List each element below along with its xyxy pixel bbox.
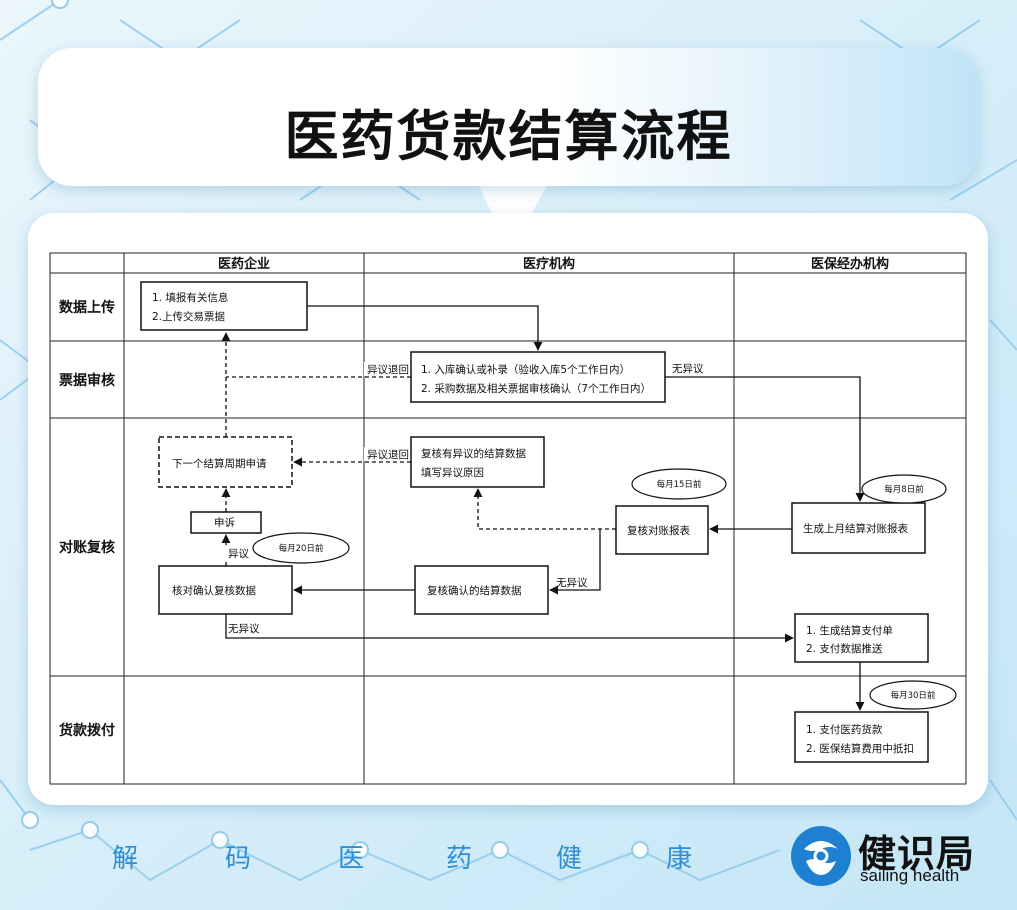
box-payment-order (794, 613, 929, 663)
edge-review-to-confirm (549, 529, 601, 595)
label-no-objection-3: 无异议 (228, 623, 260, 635)
box-verify-enterprise (158, 565, 293, 615)
footer-char-6: 康 (666, 844, 693, 874)
edge-audit-to-gen-report (665, 376, 865, 502)
footer-char-1: 解 (112, 844, 139, 874)
upload-line-2: 2.上传交易票据 (152, 310, 226, 323)
label-objection-return-1: 异议退回 (367, 364, 409, 376)
label-objection: 异议 (228, 548, 249, 560)
label-no-objection-2: 无异议 (556, 577, 588, 589)
box-review-confirm (414, 565, 549, 615)
gen-report-text: 生成上月结算对账报表 (803, 522, 908, 535)
footer-char-5: 健 (556, 844, 583, 874)
badge-day20 (252, 532, 350, 564)
box-next-period (158, 436, 293, 488)
box-audit (410, 351, 666, 403)
review-confirm-text: 复核确认的结算数据 (427, 584, 522, 597)
badge-day15-text: 每月15日前 (657, 479, 702, 490)
box-pay (794, 711, 929, 763)
footer-char-2: 码 (225, 844, 252, 874)
pay-line-1: 1. 支付医药货款 (806, 723, 883, 736)
edge-upload-to-audit (307, 305, 543, 351)
pay-line-2: 2. 医保结算费用中抵扣 (806, 742, 914, 755)
page-title: 医药货款结算流程 (284, 105, 733, 168)
column-header-enterprise: 医药企业 (218, 256, 270, 272)
footer-char-3: 医 (338, 844, 365, 874)
swimlane-grid (49, 252, 967, 785)
verify-enterprise-text: 核对确认复核数据 (172, 584, 256, 597)
box-upload (140, 281, 308, 331)
row-header-audit: 票据审核 (59, 372, 115, 389)
appeal-text: 申诉 (214, 516, 235, 529)
badge-day8 (861, 474, 947, 504)
audit-line-2: 2. 采购数据及相关票据审核确认（7个工作日内） (421, 382, 651, 395)
edge-review-to-objection (473, 488, 616, 530)
box-review-report (615, 505, 709, 555)
title-card (38, 48, 978, 186)
row-header-payment: 货款拨付 (58, 722, 115, 739)
badge-day20-text: 每月20日前 (279, 543, 324, 554)
upload-line-1: 1. 填报有关信息 (152, 291, 228, 304)
objection-data-line-2: 填写异议原因 (421, 466, 484, 479)
row-header-reconcile: 对账复核 (59, 539, 115, 556)
edge-verify-to-payment (225, 614, 794, 643)
brand-logo-icon (791, 826, 851, 886)
audit-line-1: 1. 入库确认或补录（验收入库5个工作日内） (421, 363, 630, 376)
column-header-hospital: 医疗机构 (523, 256, 575, 272)
payment-order-line-2: 2. 支付数据推送 (806, 642, 883, 655)
box-gen-report (791, 502, 926, 554)
badge-day15 (631, 468, 727, 500)
objection-data-line-1: 复核有异议的结算数据 (421, 447, 526, 460)
footer-char-4: 药 (446, 844, 473, 874)
brand-tagline: sailing health (860, 866, 960, 885)
badge-day8-text: 每月8日前 (884, 484, 924, 495)
label-no-objection-1: 无异议 (672, 363, 704, 375)
badge-day30-text: 每月30日前 (891, 690, 936, 701)
label-objection-return-2: 异议退回 (367, 449, 409, 461)
review-report-text: 复核对账报表 (627, 524, 690, 537)
brand-name: 健识局 (858, 832, 976, 876)
box-objection-data (410, 436, 545, 488)
payment-order-line-1: 1. 生成结算支付单 (806, 624, 893, 637)
row-header-upload: 数据上传 (59, 299, 115, 316)
column-header-insurance: 医保经办机构 (811, 256, 889, 272)
next-period-text: 下一个结算周期申请 (172, 457, 267, 470)
badge-day30 (869, 680, 957, 710)
